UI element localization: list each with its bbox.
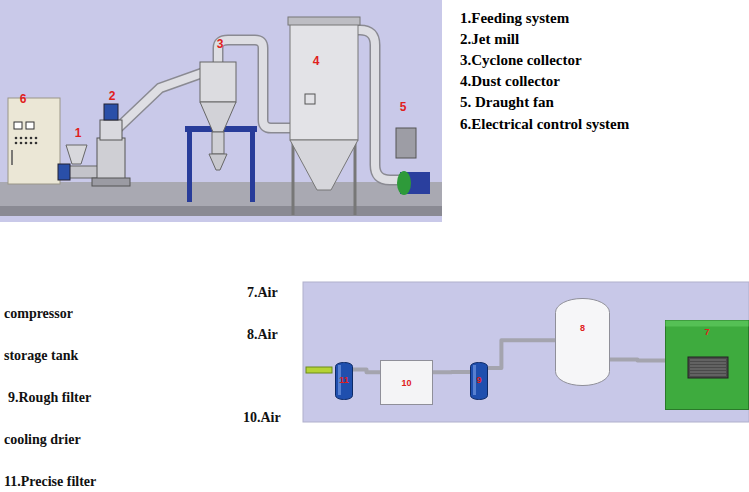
callout-number: 10 (380, 379, 433, 388)
pipe-group (353, 370, 380, 373)
grille (688, 357, 728, 378)
feed-hopper (66, 145, 87, 164)
stand-leg (187, 132, 192, 202)
grille-slat (690, 375, 726, 376)
part-name: 4.Dust collector (460, 73, 560, 90)
callout-number: 7 (665, 328, 749, 337)
air-compressor: 7 (665, 320, 749, 410)
classifier (100, 120, 122, 140)
compressor-cabinet (666, 321, 749, 410)
collector-leg (292, 140, 295, 215)
backdrop (0, 0, 442, 222)
cyclone-outlet (212, 132, 224, 154)
callout-number: 5 (400, 101, 407, 114)
cooling-drier: 10 (380, 360, 433, 405)
part-name: cooling drier (4, 432, 81, 447)
fan-impeller (397, 171, 411, 195)
pipe-group (610, 359, 665, 361)
grille-slat (690, 369, 726, 370)
storage-tank: 8 (555, 298, 610, 386)
duct (118, 72, 205, 128)
floor-edge (0, 206, 442, 216)
stand-leg (250, 132, 255, 202)
callout-number: 2 (109, 90, 116, 103)
grille-slat (690, 360, 726, 361)
part-name: 6.Electrical control system (460, 116, 629, 133)
fan-motor (396, 128, 416, 158)
filter-cylinder (336, 363, 353, 400)
mill-base (92, 178, 130, 186)
button-row (15, 137, 38, 145)
part-name: 3.Cyclone collector (460, 52, 582, 69)
drier-box (381, 361, 433, 405)
duct (352, 30, 400, 180)
cyclone-body (200, 62, 236, 102)
air-pipe (610, 358, 665, 363)
air-system-backdrop (303, 282, 749, 422)
part-name: 7.Air (247, 285, 278, 300)
feeder-motor (58, 164, 70, 180)
control-cabinet (8, 98, 60, 184)
highlight (473, 365, 476, 395)
collector-hood (288, 17, 360, 25)
cabinet-top (666, 321, 749, 327)
part-name: 8.Air (247, 327, 278, 342)
part-name: 10.Air (243, 410, 281, 425)
collector-body (290, 22, 358, 140)
cyclone-valve (209, 154, 227, 170)
filter-cylinder (471, 363, 488, 400)
part-name: 1.Feeding system (460, 10, 569, 27)
part-name: 11.Precise filter (4, 474, 96, 489)
pipe-group (433, 371, 470, 372)
rough-filter: 11 (335, 362, 353, 400)
node-outline (555, 298, 610, 386)
air-inlet (306, 367, 332, 373)
air-pipe (353, 370, 380, 373)
duct-outline (118, 72, 205, 128)
cyclone-cone (200, 102, 236, 132)
tank-outline (556, 299, 610, 386)
grille-slat (690, 363, 726, 364)
grille-slat (690, 372, 726, 373)
indicator (14, 122, 22, 129)
mill-body (97, 138, 125, 182)
part-name: 2.Jet mill (460, 31, 519, 48)
air-pipe (433, 370, 470, 374)
pipe-group (488, 340, 555, 368)
callout-number: 3 (217, 38, 224, 51)
callout-number: 11 (335, 376, 353, 385)
part-name: 5. Draught fan (460, 94, 554, 111)
indicator (26, 122, 34, 129)
collector-leg (354, 140, 357, 215)
callout-number: 8 (555, 324, 610, 333)
part-name: storage tank (4, 348, 78, 363)
inspection-door (305, 94, 315, 104)
floor (0, 182, 442, 208)
precise-filter: 9 (470, 362, 488, 400)
part-name: compressor (4, 306, 73, 321)
grille-slat (690, 366, 726, 367)
door-handle (11, 150, 13, 165)
part-name: 9.Rough filter (8, 390, 91, 405)
callout-number: 4 (313, 55, 320, 68)
air-pipe (488, 340, 555, 368)
callout-number: 6 (20, 93, 27, 106)
collector-cone (290, 140, 358, 190)
classifier-motor (104, 104, 118, 120)
callout-number: 9 (470, 376, 488, 385)
duct-outline (352, 30, 400, 180)
callout-number: 1 (75, 127, 82, 140)
